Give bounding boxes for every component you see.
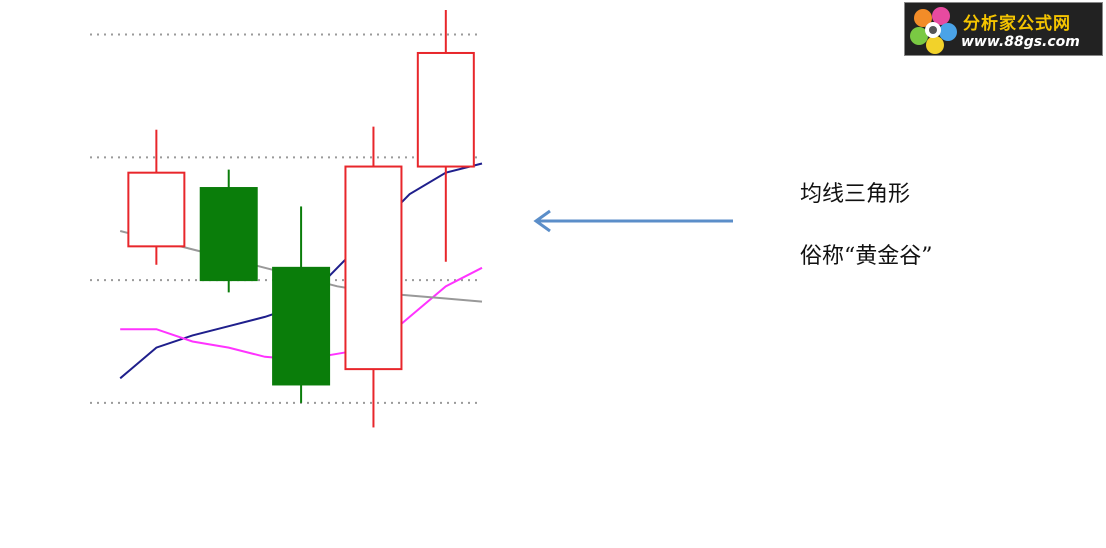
candle-body	[344, 165, 403, 371]
candle-body	[127, 171, 186, 248]
site-logo: 分析家公式网 www.88gs.com	[904, 2, 1103, 56]
candle-body	[272, 266, 331, 386]
candle	[272, 206, 331, 403]
arrow-pointer	[533, 209, 733, 233]
candle	[416, 10, 475, 262]
candle-body	[416, 51, 475, 168]
logo-title: 分析家公式网	[963, 14, 1071, 34]
candle	[344, 126, 403, 428]
arrow-head	[533, 209, 551, 233]
gridlines	[90, 33, 478, 404]
candles	[127, 10, 475, 428]
candle	[127, 129, 186, 265]
annotation-title: 均线三角形	[800, 182, 911, 207]
logo-url: www.88gs.com	[961, 34, 1080, 50]
candle	[199, 169, 258, 293]
flower-icon	[910, 7, 957, 54]
annotation-subtitle: 俗称“黄金谷”	[800, 244, 933, 269]
candle-body	[199, 187, 258, 282]
